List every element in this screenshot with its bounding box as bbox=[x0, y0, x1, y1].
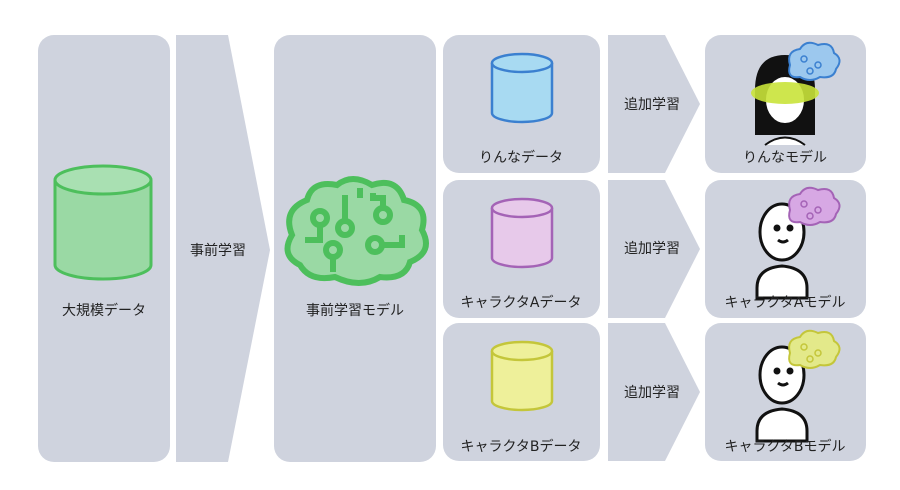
brain-icon bbox=[788, 186, 841, 226]
rinna-character-icon bbox=[751, 55, 819, 146]
finetune-arrow-label: 追加学習 bbox=[624, 385, 680, 401]
database-icon bbox=[490, 52, 554, 124]
brain-circuit-icon bbox=[284, 176, 429, 286]
pretrained-model-label: 事前学習モデル bbox=[306, 303, 404, 319]
pretrain-arrow bbox=[176, 35, 270, 462]
finetune-arrow-label: 追加学習 bbox=[624, 97, 680, 113]
database-icon bbox=[490, 340, 554, 412]
database-icon bbox=[490, 197, 554, 269]
finetune-arrow bbox=[608, 323, 700, 461]
finetune-arrow bbox=[608, 35, 700, 173]
model-label: りんなモデル bbox=[743, 150, 827, 166]
finetune-arrow-label: 追加学習 bbox=[624, 241, 680, 257]
large-data-label: 大規模データ bbox=[62, 303, 146, 319]
pretrain-arrow-label: 事前学習 bbox=[190, 243, 246, 259]
data-label: キャラクタAデータ bbox=[460, 295, 582, 311]
database-icon bbox=[53, 164, 153, 281]
brain-icon bbox=[788, 41, 841, 81]
finetune-arrow bbox=[608, 180, 700, 318]
data-label: りんなデータ bbox=[479, 150, 563, 166]
brain-icon bbox=[788, 329, 841, 369]
model-label: キャラクタBモデル bbox=[724, 439, 846, 455]
model-label: キャラクタAモデル bbox=[724, 295, 846, 311]
data-label: キャラクタBデータ bbox=[460, 439, 582, 455]
